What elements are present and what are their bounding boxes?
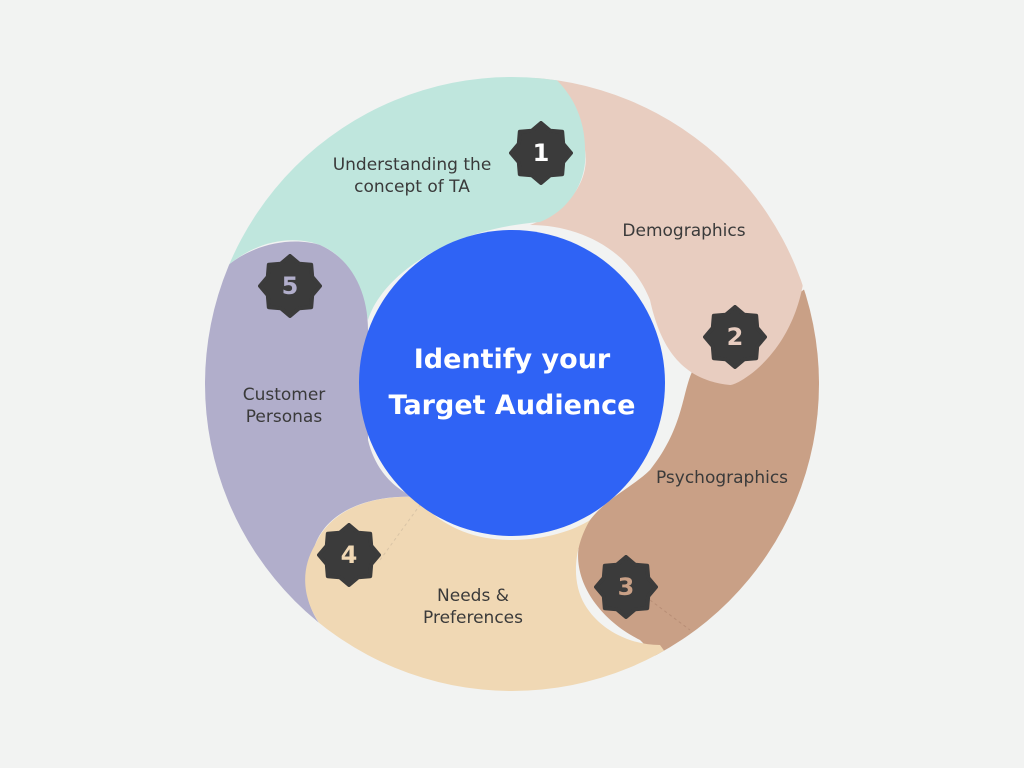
center-title: Identify your Target Audience xyxy=(359,230,665,536)
step-3-number: 3 xyxy=(617,573,635,601)
step-3-label-line1: Psychographics xyxy=(655,468,789,488)
step-1-label-line1: Understanding the xyxy=(332,155,492,175)
center-circle xyxy=(359,230,665,536)
step-5-label: Customer Personas xyxy=(243,384,326,428)
step-5-badge-icon: 5 xyxy=(258,254,322,318)
center-title-line2: Target Audience xyxy=(388,390,636,421)
step-5-number: 5 xyxy=(281,272,299,300)
step-2-number: 2 xyxy=(726,323,744,351)
step-4-label-line1: Needs & xyxy=(437,586,509,606)
step-1-badge-icon: 1 xyxy=(509,121,573,185)
step-2-label-line1: Demographics xyxy=(622,221,746,241)
step-2-label: Demographics xyxy=(622,220,745,242)
step-5-label-line1: Customer xyxy=(242,385,326,405)
step-4-badge-icon: 4 xyxy=(317,523,381,587)
step-2-badge-icon: 2 xyxy=(703,305,767,369)
connector-line xyxy=(649,599,691,631)
step-4-number: 4 xyxy=(340,541,358,569)
step-1-label-line2: concept of TA xyxy=(354,177,470,197)
step-3-badge-icon: 3 xyxy=(594,555,658,619)
step-4-label-line2: Preferences xyxy=(423,608,523,628)
step-4-label: Needs & Preferences xyxy=(423,585,523,629)
step-3-label: Psychographics xyxy=(656,467,788,489)
step-1-label: Understanding the concept of TA xyxy=(333,154,492,198)
step-1-number: 1 xyxy=(532,139,550,167)
segment-needs xyxy=(305,496,700,691)
connector-line xyxy=(379,504,421,561)
step-5-label-line2: Personas xyxy=(245,407,323,427)
center-title-line1: Identify your xyxy=(413,344,611,375)
